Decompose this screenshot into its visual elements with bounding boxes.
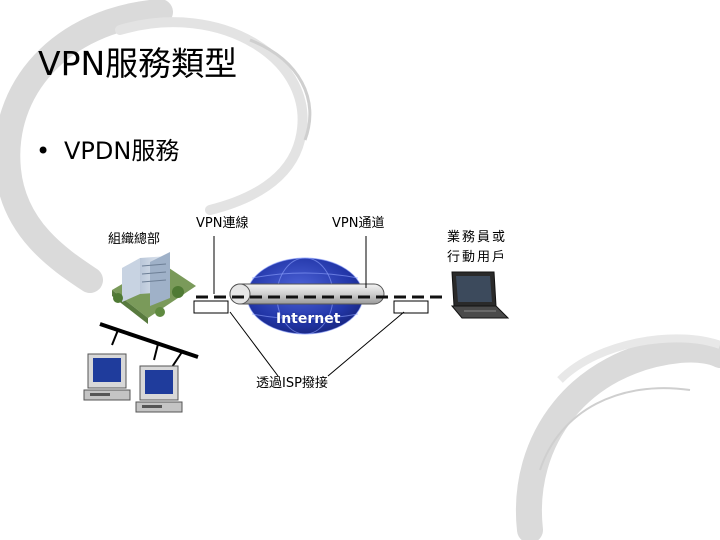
headquarters-label: 組織總部 bbox=[108, 230, 160, 250]
desktop-computer-icon bbox=[136, 366, 182, 412]
desktop-computer-icon bbox=[84, 354, 130, 400]
internet-label: Internet bbox=[276, 311, 340, 327]
isp-dialup-label: 透過ISP撥接 bbox=[256, 374, 328, 394]
vpn-tunnel-label: VPN通道 bbox=[332, 214, 384, 234]
vpn-tunnel bbox=[230, 284, 384, 304]
vpn-connection-label: VPN連線 bbox=[196, 214, 248, 234]
headquarters-building-icon bbox=[112, 252, 196, 324]
isp-access-point-left bbox=[194, 301, 228, 313]
isp-access-point-right bbox=[394, 301, 428, 313]
laptop-icon bbox=[452, 272, 508, 318]
mobile-user-label: 業務員或 行動用戶 bbox=[444, 228, 510, 268]
